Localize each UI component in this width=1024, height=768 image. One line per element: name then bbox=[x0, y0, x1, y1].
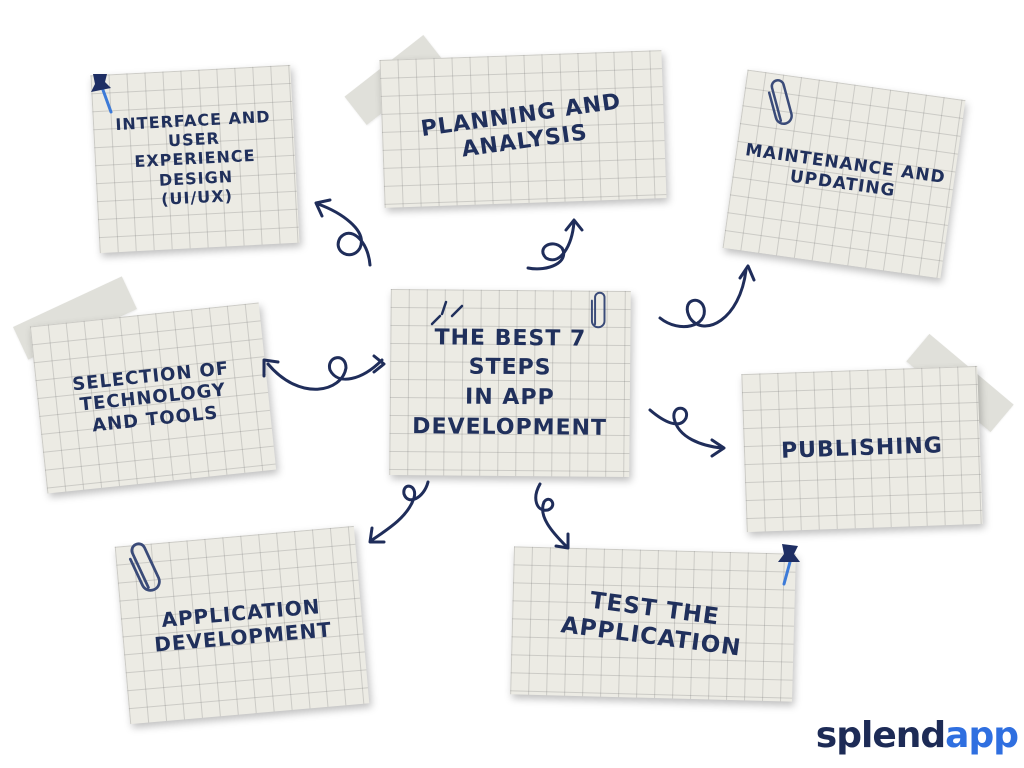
arrowhead-test bbox=[554, 532, 570, 550]
arrow-to-maintenance bbox=[658, 268, 748, 329]
splendapp-logo: splendapp bbox=[815, 715, 1019, 756]
arrowhead-uiux bbox=[314, 198, 332, 218]
arrow-to-test bbox=[534, 482, 568, 548]
arrowhead-center-left bbox=[372, 354, 386, 374]
arrow-to-publishing bbox=[648, 406, 724, 450]
logo-part-splend: splend bbox=[815, 715, 946, 756]
arrowhead-publishing bbox=[710, 438, 726, 458]
arrowhead-appdev bbox=[368, 526, 386, 544]
paperclip-icon bbox=[590, 291, 606, 329]
pushpin-icon bbox=[778, 544, 800, 586]
arrowhead-maintenance bbox=[738, 264, 756, 282]
arrowhead-selection bbox=[262, 358, 280, 378]
logo-part-app: app bbox=[945, 715, 1019, 756]
paperclip-icon bbox=[767, 79, 793, 125]
arrow-to-appdev bbox=[370, 480, 430, 542]
arrow-to-uiux bbox=[316, 202, 372, 267]
pushpin-icon bbox=[91, 74, 113, 114]
arrow-to-selection bbox=[266, 356, 384, 391]
arrowhead-planning bbox=[564, 218, 584, 232]
sparkle-icon bbox=[430, 300, 464, 326]
arrow-to-planning bbox=[526, 220, 576, 271]
paperclip-icon bbox=[128, 542, 161, 592]
